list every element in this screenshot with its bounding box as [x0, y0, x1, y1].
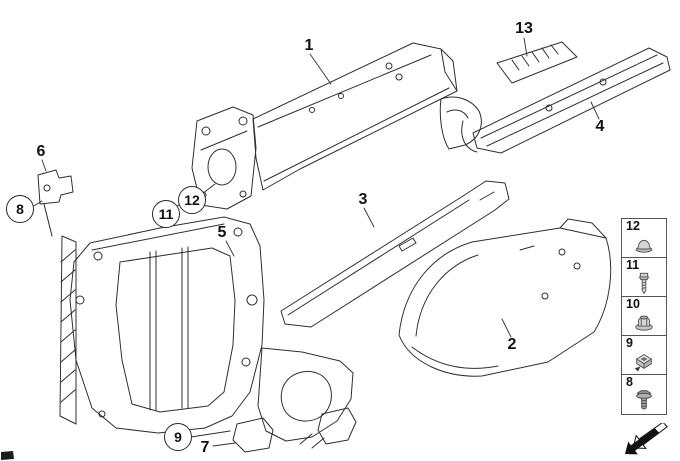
back-arrow-icon [625, 423, 668, 455]
fastener-number: 12 [626, 219, 640, 233]
callout-7[interactable]: 7 [200, 439, 210, 456]
hex-screw-icon [638, 272, 650, 295]
callout-9[interactable]: 9 [164, 423, 192, 451]
part-13-slotted-bracket [496, 41, 578, 84]
flange-bolt-icon [636, 390, 652, 410]
callout-13[interactable]: 13 [515, 20, 533, 37]
fastener-number: 11 [626, 258, 640, 272]
callout-11[interactable]: 11 [152, 200, 180, 228]
callout-4[interactable]: 4 [595, 118, 605, 135]
part-7-9-lower-brackets [232, 347, 357, 453]
part-2-wheelhouse-panel [398, 218, 612, 377]
callout-2[interactable]: 2 [507, 336, 517, 353]
fastener-item-12[interactable]: 12 [622, 219, 666, 258]
callout-1[interactable]: 1 [304, 37, 314, 54]
back-arrow-button[interactable] [618, 423, 668, 457]
fastener-legend: 12 11 10 [621, 218, 667, 415]
callout-leader-lines [31, 37, 600, 447]
fastener-item-11[interactable]: 11 [622, 258, 666, 297]
fastener-item-9[interactable]: 9 [622, 336, 666, 375]
part-1-engine-support-member [191, 42, 482, 210]
fastener-number: 8 [626, 375, 633, 389]
part-3-support-rail [280, 180, 510, 328]
corner-logo [1, 451, 14, 460]
fastener-number: 10 [626, 297, 640, 311]
callout-5[interactable]: 5 [217, 224, 227, 241]
part-5-front-panel [59, 216, 265, 434]
part-4-sill-member [461, 47, 671, 154]
cap-nut-icon [635, 240, 653, 253]
callout-8[interactable]: 8 [6, 195, 34, 223]
callout-6[interactable]: 6 [36, 143, 46, 160]
callout-12[interactable]: 12 [178, 186, 206, 214]
flange-nut-icon [635, 315, 653, 331]
clip-nut-icon [634, 354, 653, 372]
fastener-number: 9 [626, 336, 633, 350]
callout-3[interactable]: 3 [358, 191, 368, 208]
part-6-bracket [37, 169, 74, 237]
fastener-item-10[interactable]: 10 [622, 297, 666, 336]
fastener-item-8[interactable]: 8 [622, 375, 666, 414]
